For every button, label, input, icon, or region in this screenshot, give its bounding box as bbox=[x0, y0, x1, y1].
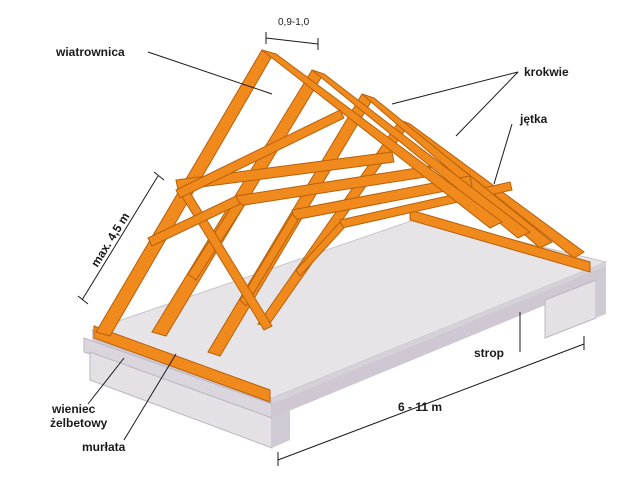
leader-krokwie-2 bbox=[455, 71, 519, 137]
label-wieniec-1: wieniec bbox=[52, 402, 96, 416]
leader-krokwie-1 bbox=[391, 71, 519, 105]
label-krokwie: krokwie bbox=[524, 65, 569, 79]
leader-lines bbox=[87, 51, 521, 441]
brace-3a bbox=[239, 213, 299, 307]
leader-murlata bbox=[123, 353, 177, 441]
wall-right-side bbox=[596, 276, 606, 318]
cross-brace-1b bbox=[147, 195, 241, 247]
ring-beam-front bbox=[272, 266, 606, 418]
label-murlata: murłata bbox=[82, 440, 126, 454]
dimension-span bbox=[277, 336, 585, 466]
label-span: 6 - 11 m bbox=[398, 400, 443, 414]
dimension-spacing bbox=[265, 32, 319, 50]
wall-plate-back bbox=[409, 209, 591, 273]
rafter-right-2 bbox=[311, 69, 531, 239]
label-strop: strop bbox=[474, 346, 504, 360]
label-wieniec-2: żelbetowy bbox=[50, 416, 108, 430]
collar-beam-1 bbox=[175, 151, 395, 191]
rafter-right-1 bbox=[261, 49, 503, 229]
leader-wiatrownica bbox=[147, 51, 273, 95]
leader-jetka bbox=[493, 123, 513, 185]
truss-1 bbox=[95, 49, 503, 337]
leader-wieniec bbox=[87, 357, 125, 405]
label-spacing: 0,9-1,0 bbox=[278, 17, 310, 28]
wall-plate-front bbox=[93, 325, 271, 403]
wall-left-side bbox=[272, 410, 290, 448]
label-jetka: jętka bbox=[520, 112, 548, 126]
dimension-height bbox=[77, 171, 165, 305]
brace-4a bbox=[295, 221, 345, 277]
wind-brace bbox=[175, 109, 345, 199]
label-wiatrownica: wiatrownica bbox=[56, 45, 125, 59]
